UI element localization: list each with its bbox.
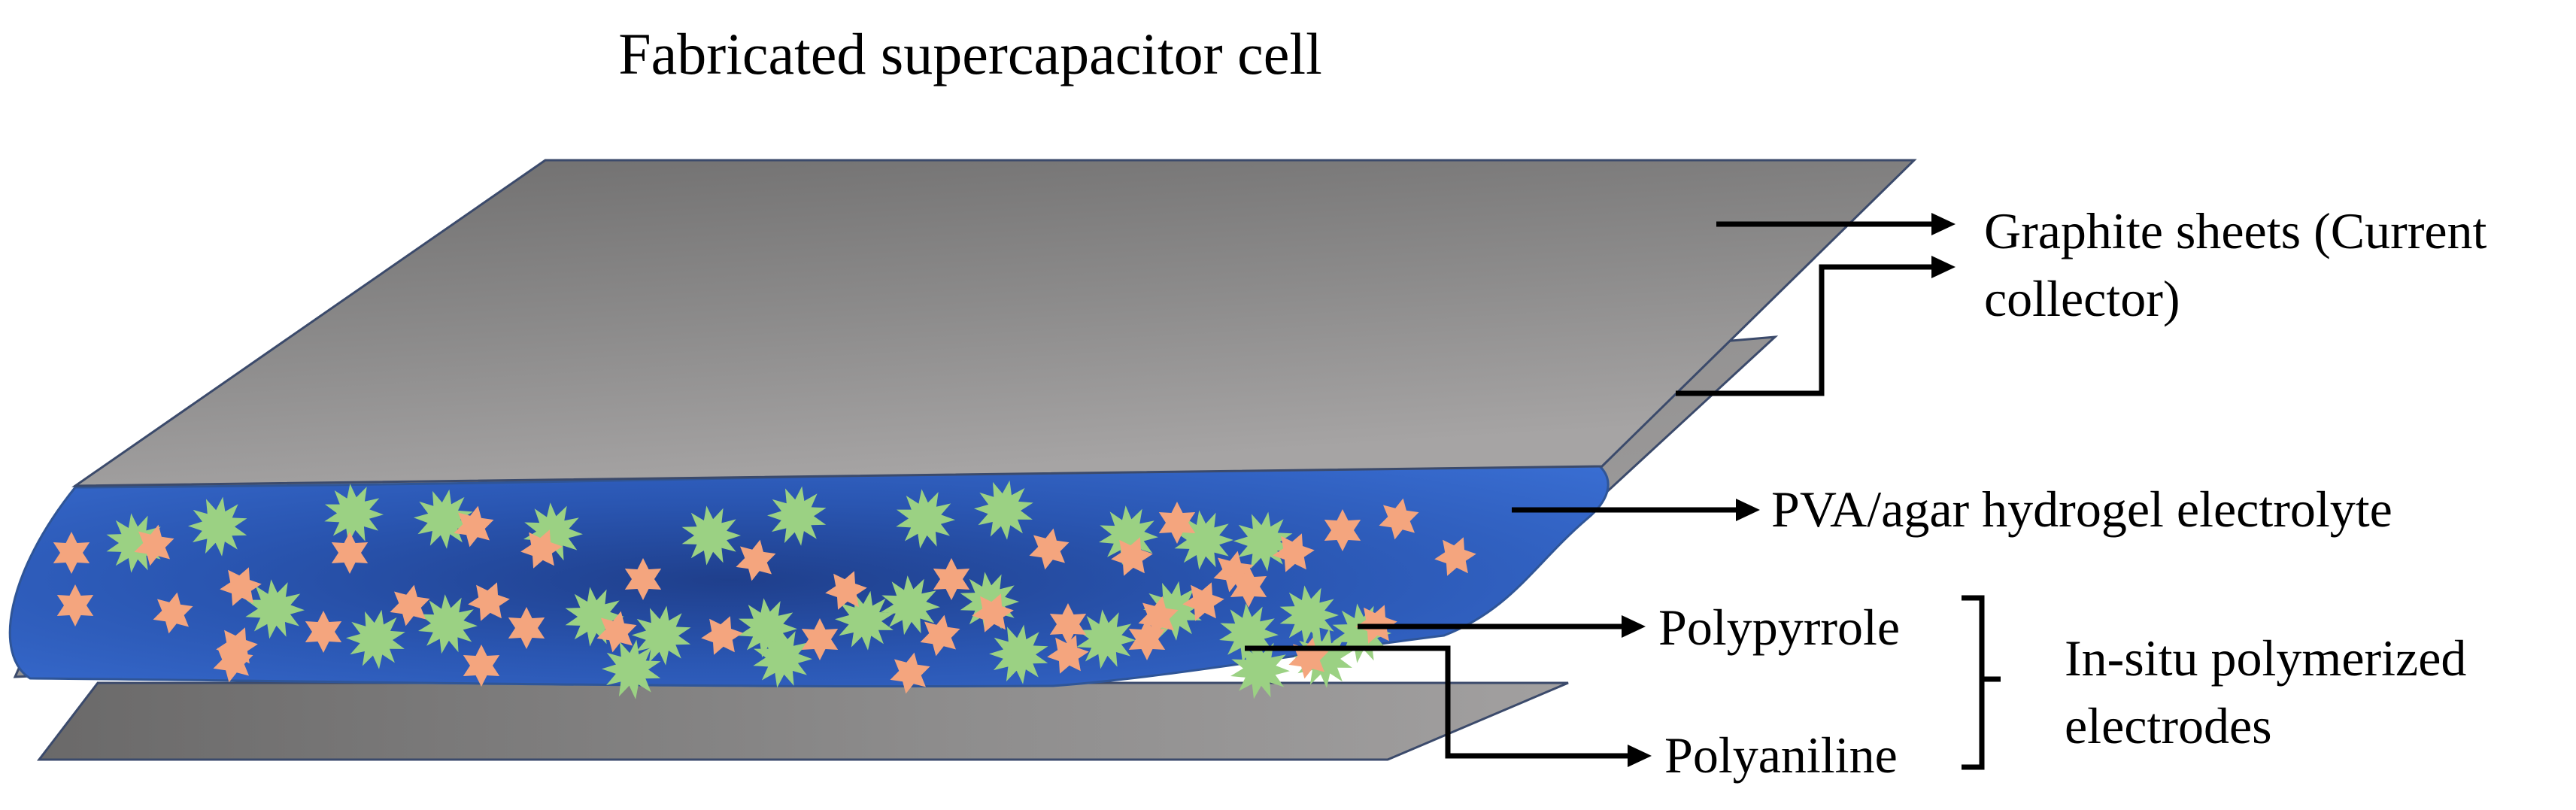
polypyrrole-particle — [508, 607, 545, 649]
polypyrrole-particle — [463, 645, 500, 687]
polypyrrole-particle — [1049, 603, 1087, 645]
polypyrrole-particles — [53, 498, 1476, 694]
electrolyte-arrow-head — [1736, 499, 1760, 521]
polypyrrole-particle — [624, 558, 662, 600]
polyaniline-particle — [418, 594, 478, 654]
polypyrrole-particle — [390, 584, 430, 626]
polypyrrole-particle — [1138, 596, 1179, 638]
diagram-title: Fabricated supercapacitor cell — [618, 21, 1322, 86]
polypyrrole-particle — [331, 532, 369, 574]
polypyrrole-particle — [220, 567, 262, 606]
polypyrrole-particle — [1182, 582, 1224, 621]
polyaniline-label: Polyaniline — [1664, 727, 1898, 784]
graphite-label-line2: collector) — [1984, 270, 2180, 327]
polyaniline-particle — [681, 505, 741, 566]
polyaniline-particle — [1099, 505, 1158, 566]
polypyrrole-particle — [933, 558, 970, 600]
polyaniline-particle — [738, 598, 797, 658]
polyaniline-particle — [1294, 628, 1353, 688]
polyaniline-particle — [346, 609, 405, 669]
polyaniline-particle — [896, 489, 955, 549]
polypyrrole-particle — [153, 592, 193, 634]
electrodes-label-line1: In-situ polymerized — [2065, 629, 2466, 687]
polypyrrole-particle — [53, 532, 90, 574]
polypyrrole-particle — [1029, 528, 1070, 570]
polyaniline-particle — [632, 605, 691, 666]
polyaniline-particle — [1230, 639, 1290, 699]
polyaniline-particle — [881, 575, 940, 636]
polyaniline-particle — [767, 486, 827, 546]
polyaniline-particle — [974, 480, 1033, 540]
graphite-arrow-mid-head — [1931, 256, 1956, 278]
polyaniline-particle — [414, 489, 473, 549]
polypyrrole-particle — [1273, 533, 1315, 572]
polyaniline-particle — [602, 639, 661, 699]
polypyrrole-particle — [736, 539, 776, 581]
polypyrrole-particle — [213, 641, 253, 683]
polypyrrole-particle — [1158, 502, 1196, 544]
polyaniline-particle — [989, 624, 1048, 684]
polypyrrole-particle — [701, 616, 743, 655]
polypyrrole-particle — [1111, 537, 1153, 576]
polypyrrole-particle — [56, 584, 94, 626]
polypyrrole-particle — [134, 524, 174, 566]
polypyrrole-arrow-head — [1622, 615, 1646, 638]
polypyrrole-particle — [890, 652, 930, 694]
polyaniline-particle — [245, 579, 305, 639]
polypyrrole-label: Polypyrrole — [1658, 599, 1900, 656]
polypyrrole-particle — [920, 614, 960, 657]
annotation-arrows — [1245, 213, 2001, 770]
polyaniline-particle — [106, 513, 165, 573]
polyaniline-arrow — [1245, 645, 1631, 759]
polypyrrole-particle — [468, 582, 510, 621]
polyaniline-particle — [565, 587, 624, 647]
electrodes-bracket — [1962, 595, 2001, 770]
polyaniline-particle — [1279, 585, 1339, 645]
polyaniline-particle — [324, 484, 384, 544]
polypyrrole-particle — [1434, 537, 1476, 576]
polyaniline-particle — [188, 496, 247, 557]
polyaniline-particle — [835, 590, 894, 651]
electrodes-label-line2: electrodes — [2065, 697, 2272, 754]
polyaniline-arrow-head — [1628, 745, 1652, 767]
polyaniline-particle — [1076, 609, 1136, 669]
polypyrrole-particle — [1324, 509, 1361, 551]
graphite-arrow-top-head — [1931, 213, 1956, 235]
graphite-label-line1: Graphite sheets (Current — [1984, 202, 2487, 259]
polypyrrole-particle — [454, 505, 494, 548]
graphite-arrow-mid — [1676, 264, 1934, 396]
electrolyte-label: PVA/agar hydrogel electrolyte — [1771, 481, 2392, 538]
polypyrrole-particle — [1128, 618, 1166, 660]
polypyrrole-particle — [1047, 635, 1089, 674]
polypyrrole-particle — [596, 611, 637, 653]
polypyrrole-particle — [520, 529, 563, 569]
polypyrrole-particle — [972, 593, 1014, 633]
polypyrrole-particle — [801, 618, 839, 660]
polypyrrole-particle — [1379, 498, 1419, 540]
polypyrrole-particle — [825, 571, 867, 610]
top-graphite-sheet — [71, 159, 1917, 487]
polypyrrole-particle — [1230, 566, 1267, 608]
bottom-graphite-sheet — [36, 681, 1569, 761]
polyaniline-particle — [753, 628, 812, 688]
polypyrrole-particle — [305, 611, 342, 653]
